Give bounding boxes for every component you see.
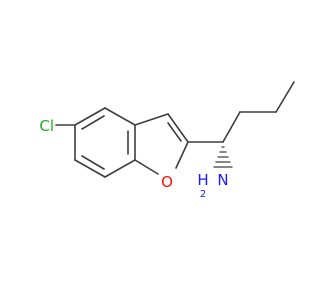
benzene-ring — [74, 107, 136, 178]
bond-calpha-cbeta — [222, 111, 241, 143]
bond-c4-c5 — [74, 107, 106, 126]
bond-c6-c7-inner — [81, 155, 105, 170]
bond-c3-c2 — [167, 113, 189, 143]
amine-n-label: N — [217, 171, 228, 189]
bond-c3-c2-inner — [167, 122, 182, 142]
side-chain — [187, 81, 295, 143]
bond-cgamma-cdelta — [275, 81, 295, 113]
bond-c3a-c4 — [104, 107, 136, 126]
bond-c2-o1 — [175, 141, 189, 169]
furan-ring — [134, 113, 189, 175]
bond-c7-c7a — [104, 159, 136, 178]
bond-c3a-c3 — [134, 113, 169, 126]
bond-c6-c7 — [74, 159, 106, 178]
molecule-structure: Cl O H N 2 — [39, 81, 295, 200]
amine-h-label: H — [197, 171, 208, 189]
amine-subscript: 2 — [200, 189, 206, 200]
bond-o1-c7a — [134, 159, 159, 175]
oxygen-label: O — [161, 173, 173, 191]
bond-c4-c5-inner — [81, 115, 105, 130]
chlorine-label: Cl — [39, 117, 54, 135]
hashed-wedge-bond — [213, 146, 233, 168]
